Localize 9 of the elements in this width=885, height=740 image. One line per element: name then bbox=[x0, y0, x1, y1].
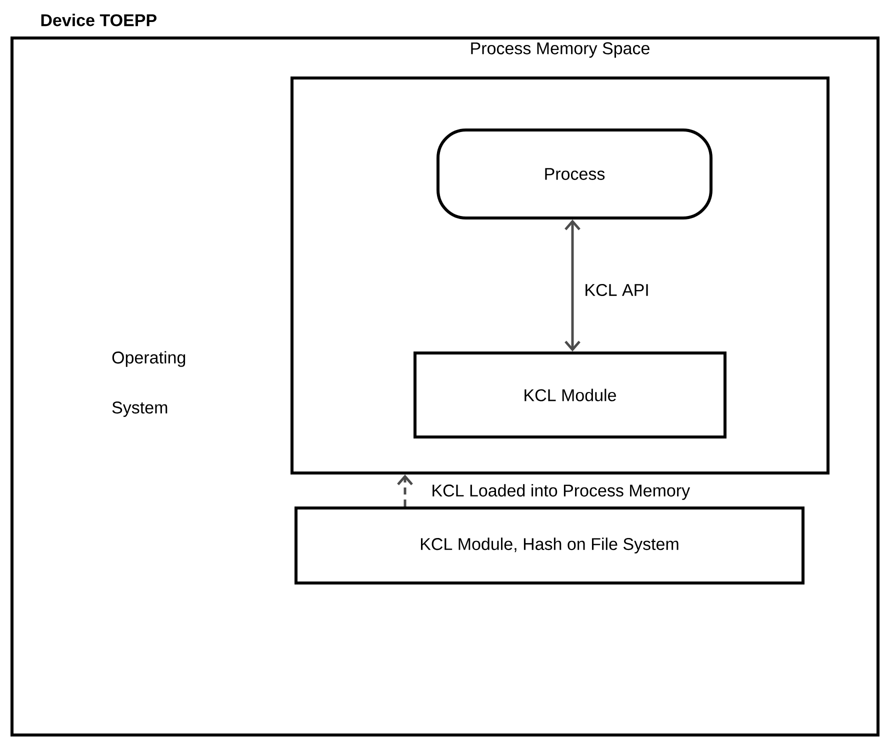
node-label: Device TOEPP bbox=[41, 14, 156, 26]
box: KCL Module, Hash on File System bbox=[294, 506, 804, 584]
arrow bbox=[397, 474, 413, 506]
arrow bbox=[564, 220, 580, 352]
rounded-box: Process bbox=[436, 128, 712, 220]
edge-label: KCL API bbox=[583, 283, 650, 298]
box: KCL Module bbox=[414, 352, 726, 438]
edge-label: KCL Loaded into Process Memory bbox=[430, 483, 692, 501]
node-label: Process Memory Space bbox=[471, 42, 650, 58]
